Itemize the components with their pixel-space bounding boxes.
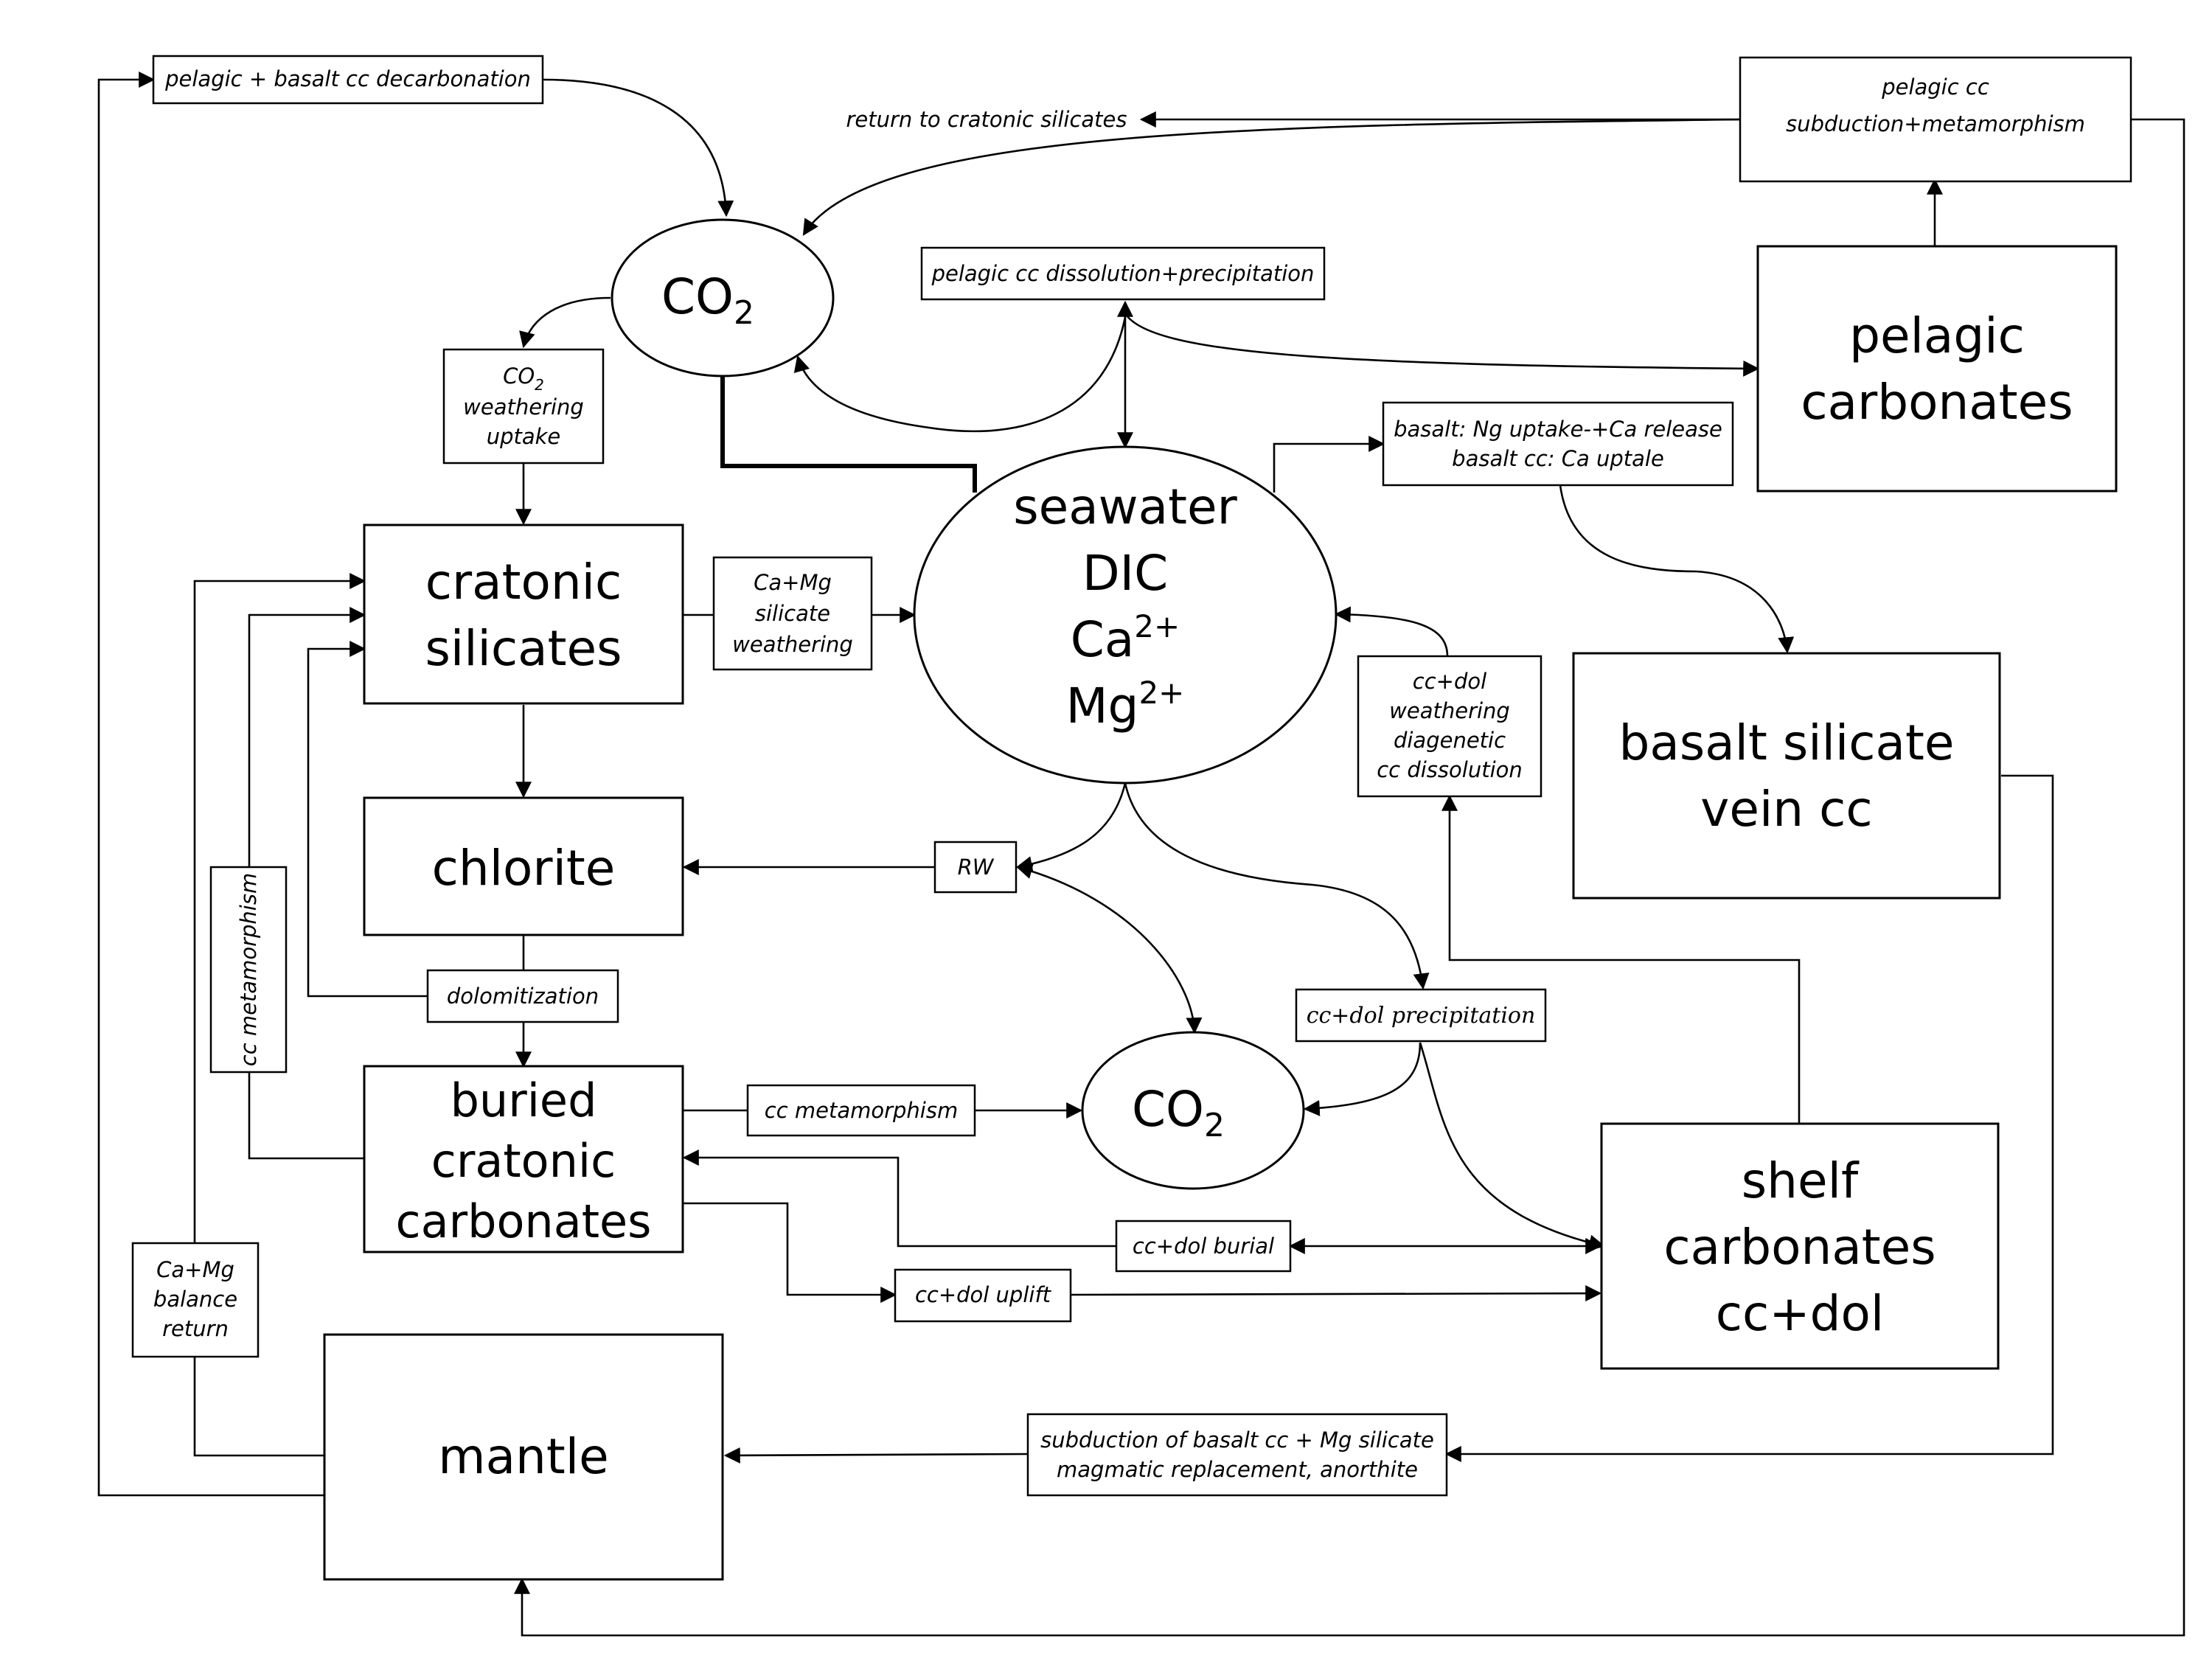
svg-text:shelf: shelf (1742, 1152, 1860, 1209)
svg-text:pelagic + basalt cc decarbona: pelagic + basalt cc decarbonation (164, 66, 531, 91)
svg-text:pelagic: pelagic (1849, 307, 2025, 364)
node-mantle: mantle (323, 1333, 724, 1581)
svg-text:magmatic replacement, anorthit: magmatic replacement, anorthite (1057, 1457, 1418, 1482)
svg-text:uptake: uptake (487, 424, 561, 449)
svg-text:cc+dol precipitation: cc+dol precipitation (1307, 1003, 1536, 1029)
label-pelagic-dissolution-precipitation: pelagic cc dissolution+precipitation (920, 246, 1326, 301)
svg-text:Ca+Mg: Ca+Mg (754, 570, 832, 595)
svg-text:pelagic cc: pelagic cc (1881, 74, 1989, 100)
label-ccdol-uplift: cc+dol uplift (894, 1268, 1072, 1323)
svg-text:subduction of basalt cc + Mg s: subduction of basalt cc + Mg silicate (1040, 1427, 1434, 1453)
svg-text:chlorite: chlorite (432, 840, 616, 897)
magnesium-label: Mg2+ (1066, 675, 1185, 734)
svg-text:cc dissolution: cc dissolution (1377, 757, 1523, 782)
svg-text:weathering: weathering (1389, 698, 1510, 723)
svg-text:vein cc: vein cc (1700, 781, 1872, 838)
svg-text:diagenetic: diagenetic (1394, 728, 1506, 753)
label-pelagic-basalt-decarbonation: pelagic + basalt cc decarbonation (152, 55, 544, 105)
seawater-label: seawater (1013, 479, 1237, 535)
node-pelagic-carbonates: pelagic carbonates (1756, 245, 2118, 493)
label-ccdol-precipitation: cc+dol precipitation (1295, 988, 1547, 1043)
svg-text:CO2: CO2 (661, 268, 754, 332)
label-rw: RW (933, 841, 1018, 894)
svg-text:Ca+Mg: Ca+Mg (156, 1257, 234, 1282)
svg-text:CO2: CO2 (1132, 1081, 1225, 1144)
node-seawater: seawater DIC Ca2+ Mg2+ (913, 445, 1338, 785)
svg-text:cc metamorphism: cc metamorphism (765, 1098, 958, 1123)
svg-text:weathering: weathering (463, 394, 584, 420)
label-subduction-basalt: subduction of basalt cc + Mg silicate ma… (1026, 1413, 1448, 1497)
svg-text:cc metamorphism: cc metamorphism (236, 873, 261, 1066)
svg-text:return: return (162, 1316, 229, 1341)
svg-text:subduction+metamorphism: subduction+metamorphism (1786, 111, 2085, 136)
svg-text:RW: RW (958, 855, 995, 880)
label-camg-balance-return: Ca+Mg balance return (131, 1242, 260, 1358)
node-co2-top: CO2 (611, 218, 835, 378)
node-chlorite: chlorite (363, 796, 684, 936)
svg-text:carbonates: carbonates (1801, 374, 2073, 431)
svg-text:dolomitization: dolomitization (447, 984, 599, 1009)
label-ccdol-burial: cc+dol burial (1115, 1220, 1292, 1273)
svg-text:cc+dol: cc+dol (1413, 669, 1486, 694)
svg-text:CO2: CO2 (503, 364, 544, 394)
svg-text:basalt: Ng uptake-+Ca release: basalt: Ng uptake-+Ca release (1394, 417, 1722, 442)
calcium-label: Ca2+ (1071, 608, 1180, 668)
svg-text:mantle: mantle (438, 1428, 608, 1485)
node-co2-bottom: CO2 (1081, 1031, 1305, 1190)
svg-text:silicates: silicates (425, 620, 622, 677)
svg-text:cratonic: cratonic (431, 1134, 616, 1188)
svg-text:cc+dol: cc+dol (1716, 1285, 1885, 1342)
svg-text:basalt cc: Ca uptale: basalt cc: Ca uptale (1452, 446, 1664, 471)
svg-text:pelagic cc dissolution+precipi: pelagic cc dissolution+precipitation (931, 261, 1315, 286)
label-camg-silicate-weathering: Ca+Mg silicate weathering (712, 556, 873, 671)
label-basalt-uptake: basalt: Ng uptake-+Ca release basalt cc:… (1382, 401, 1734, 487)
label-return-to-cratonic-silicates: return to cratonic silicates (846, 107, 1127, 132)
label-ccdol-weathering-dissolution: cc+dol weathering diagenetic cc dissolut… (1357, 655, 1543, 798)
node-basalt-silicate-vein-cc: basalt silicate vein cc (1572, 652, 2001, 900)
label-co2-weathering-uptake: CO2 weathering uptake (442, 348, 605, 465)
svg-text:cratonic: cratonic (425, 554, 622, 611)
node-cratonic-silicates: cratonic silicates (363, 524, 684, 705)
node-shelf-carbonates: shelf carbonates cc+dol (1600, 1122, 2000, 1370)
label-pelagic-subduction: pelagic cc subduction+metamorphism (1739, 56, 2132, 183)
dic-label: DIC (1082, 545, 1168, 602)
label-cc-metamorphism-vertical: cc metamorphism (209, 866, 288, 1074)
svg-text:carbonates: carbonates (396, 1194, 652, 1248)
svg-text:balance: balance (153, 1287, 237, 1312)
svg-text:buried: buried (451, 1074, 597, 1127)
svg-text:cc+dol burial: cc+dol burial (1133, 1234, 1274, 1259)
connectors (97, 72, 2185, 1637)
svg-text:silicate: silicate (755, 601, 830, 626)
svg-text:cc+dol uplift: cc+dol uplift (915, 1282, 1052, 1307)
svg-text:carbonates: carbonates (1663, 1219, 1935, 1276)
node-buried-cratonic-carbonates: buried cratonic carbonates (363, 1065, 684, 1253)
svg-text:basalt silicate: basalt silicate (1619, 714, 1955, 771)
label-dolomitization: dolomitization (426, 969, 619, 1023)
svg-text:weathering: weathering (732, 632, 853, 657)
label-cc-metamorphism: cc metamorphism (746, 1084, 976, 1137)
